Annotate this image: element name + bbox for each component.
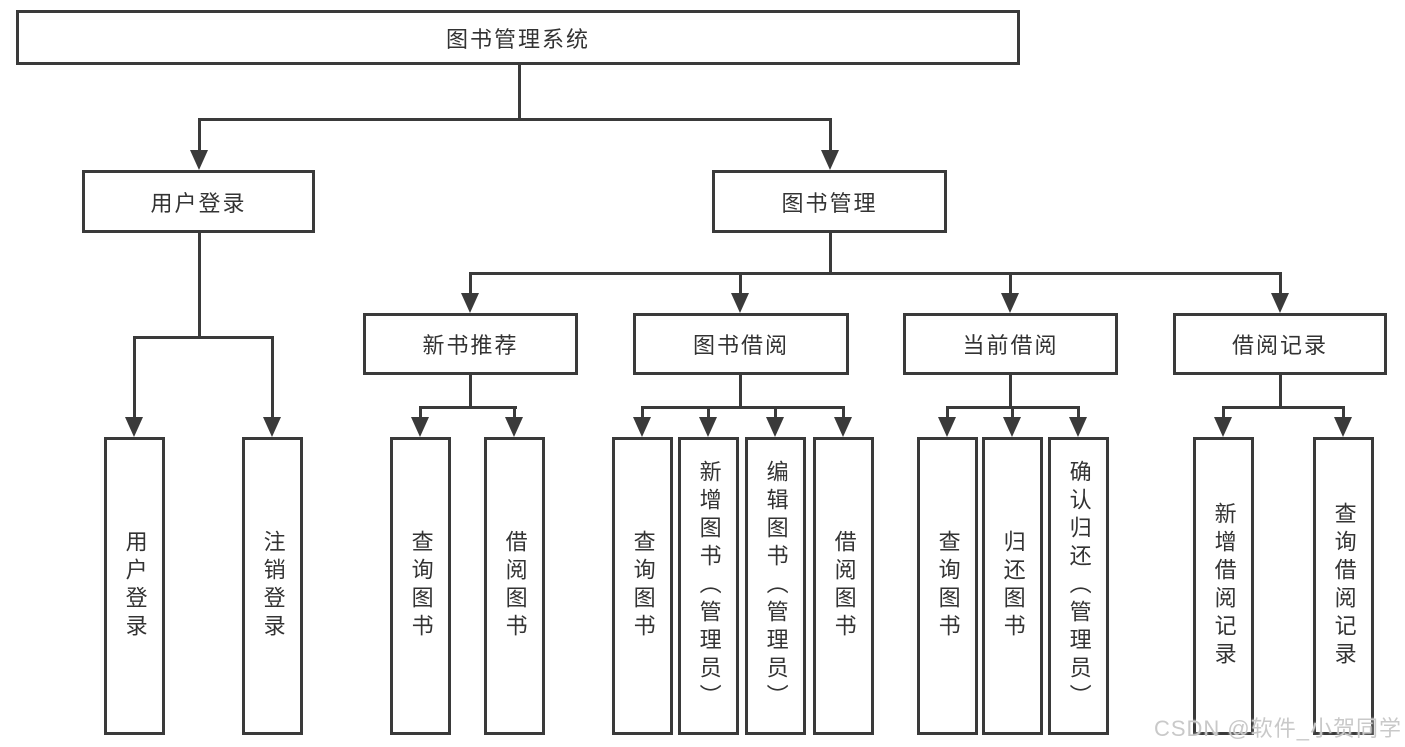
- node-book-management-label: 图书管理: [781, 190, 878, 216]
- arrow-down-icon: [821, 150, 839, 170]
- connector-line: [707, 406, 710, 422]
- leaf-query-books-recommend-label: 查询图书: [408, 530, 434, 642]
- node-book-borrow-label: 图书借阅: [692, 333, 789, 358]
- arrow-down-icon: [731, 293, 749, 313]
- connector-line: [774, 406, 777, 422]
- node-root-label: 图书管理系统: [445, 26, 590, 52]
- connector-line: [1009, 375, 1012, 409]
- connector-line: [739, 272, 742, 298]
- leaf-user-login: 用户登录: [104, 437, 165, 735]
- leaf-confirm-return-admin-label: 确认归还（管理员）: [1066, 460, 1092, 712]
- leaf-logout: 注销登录: [242, 437, 303, 735]
- csdn-watermark: CSDN @软件_小贺同学: [1153, 716, 1402, 741]
- arrow-down-icon: [411, 417, 429, 437]
- connector-line: [946, 406, 949, 422]
- arrow-down-icon: [1271, 293, 1289, 313]
- connector-line: [271, 336, 274, 421]
- leaf-query-books-borrow-label: 查询图书: [630, 530, 656, 642]
- connector-line: [1222, 406, 1345, 409]
- connector-line: [1009, 272, 1012, 298]
- leaf-borrow-books-recommend-label: 借阅图书: [502, 530, 528, 642]
- connector-line: [513, 406, 516, 422]
- arrow-down-icon: [1003, 417, 1021, 437]
- arrow-down-icon: [938, 417, 956, 437]
- arrow-down-icon: [1214, 417, 1232, 437]
- leaf-add-books-admin-label: 新增图书（管理员）: [696, 460, 722, 712]
- leaf-user-login-label: 用户登录: [122, 530, 148, 642]
- leaf-borrow-books-label: 借阅图书: [831, 530, 857, 642]
- leaf-query-books-current-label: 查询图书: [935, 530, 961, 642]
- connector-line: [419, 406, 422, 422]
- node-new-book-recommend: 新书推荐: [363, 313, 578, 375]
- leaf-query-books-recommend: 查询图书: [390, 437, 451, 735]
- node-user-login: 用户登录: [82, 170, 315, 233]
- connector-line: [1011, 406, 1014, 422]
- arrow-down-icon: [766, 417, 784, 437]
- connector-line: [739, 375, 742, 409]
- connector-line: [198, 118, 831, 121]
- leaf-return-books: 归还图书: [982, 437, 1043, 735]
- leaf-edit-books-admin-label: 编辑图书（管理员）: [763, 460, 789, 712]
- arrow-down-icon: [505, 417, 523, 437]
- connector-line: [469, 375, 472, 409]
- node-borrow-records-label: 借阅记录: [1231, 333, 1328, 358]
- node-current-borrow: 当前借阅: [903, 313, 1118, 375]
- arrow-down-icon: [1001, 293, 1019, 313]
- connector-line: [419, 406, 517, 409]
- leaf-borrow-books-recommend: 借阅图书: [484, 437, 545, 735]
- node-book-management: 图书管理: [712, 170, 947, 233]
- leaf-confirm-return-admin: 确认归还（管理员）: [1048, 437, 1109, 735]
- connector-line: [198, 232, 201, 339]
- leaf-return-books-label: 归还图书: [1000, 530, 1026, 642]
- connector-line: [1342, 406, 1345, 422]
- arrow-down-icon: [190, 150, 208, 170]
- arrow-down-icon: [834, 417, 852, 437]
- arrow-down-icon: [699, 417, 717, 437]
- leaf-edit-books-admin: 编辑图书（管理员）: [745, 437, 806, 735]
- connector-line: [133, 336, 274, 339]
- node-user-login-label: 用户登录: [150, 190, 247, 216]
- arrow-down-icon: [1069, 417, 1087, 437]
- leaf-add-books-admin: 新增图书（管理员）: [678, 437, 739, 735]
- connector-line: [1279, 272, 1282, 298]
- leaf-query-books-current: 查询图书: [917, 437, 978, 735]
- arrow-down-icon: [461, 293, 479, 313]
- arrow-down-icon: [633, 417, 651, 437]
- leaf-query-borrow-record: 查询借阅记录: [1313, 437, 1374, 735]
- connector-line: [198, 118, 201, 153]
- node-root: 图书管理系统: [16, 10, 1020, 65]
- arrow-down-icon: [125, 417, 143, 437]
- arrow-down-icon: [263, 417, 281, 437]
- connector-line: [469, 272, 472, 298]
- node-new-book-recommend-label: 新书推荐: [422, 333, 519, 358]
- connector-line: [641, 406, 644, 422]
- node-current-borrow-label: 当前借阅: [962, 333, 1059, 358]
- connector-line: [1077, 406, 1080, 422]
- leaf-query-books-borrow: 查询图书: [612, 437, 673, 735]
- connector-line: [1222, 406, 1225, 422]
- leaf-add-borrow-record-label: 新增借阅记录: [1211, 502, 1237, 670]
- leaf-logout-label: 注销登录: [260, 530, 286, 642]
- leaf-borrow-books: 借阅图书: [813, 437, 874, 735]
- connector-line: [469, 272, 1282, 275]
- leaf-add-borrow-record: 新增借阅记录: [1193, 437, 1254, 735]
- connector-line: [518, 65, 521, 121]
- connector-line: [641, 406, 845, 409]
- connector-line: [829, 232, 832, 275]
- connector-line: [829, 118, 832, 153]
- connector-line: [1279, 375, 1282, 409]
- connector-line: [842, 406, 845, 422]
- node-borrow-records: 借阅记录: [1173, 313, 1387, 375]
- connector-line: [133, 336, 136, 421]
- arrow-down-icon: [1334, 417, 1352, 437]
- node-book-borrow: 图书借阅: [633, 313, 849, 375]
- leaf-query-borrow-record-label: 查询借阅记录: [1331, 502, 1357, 670]
